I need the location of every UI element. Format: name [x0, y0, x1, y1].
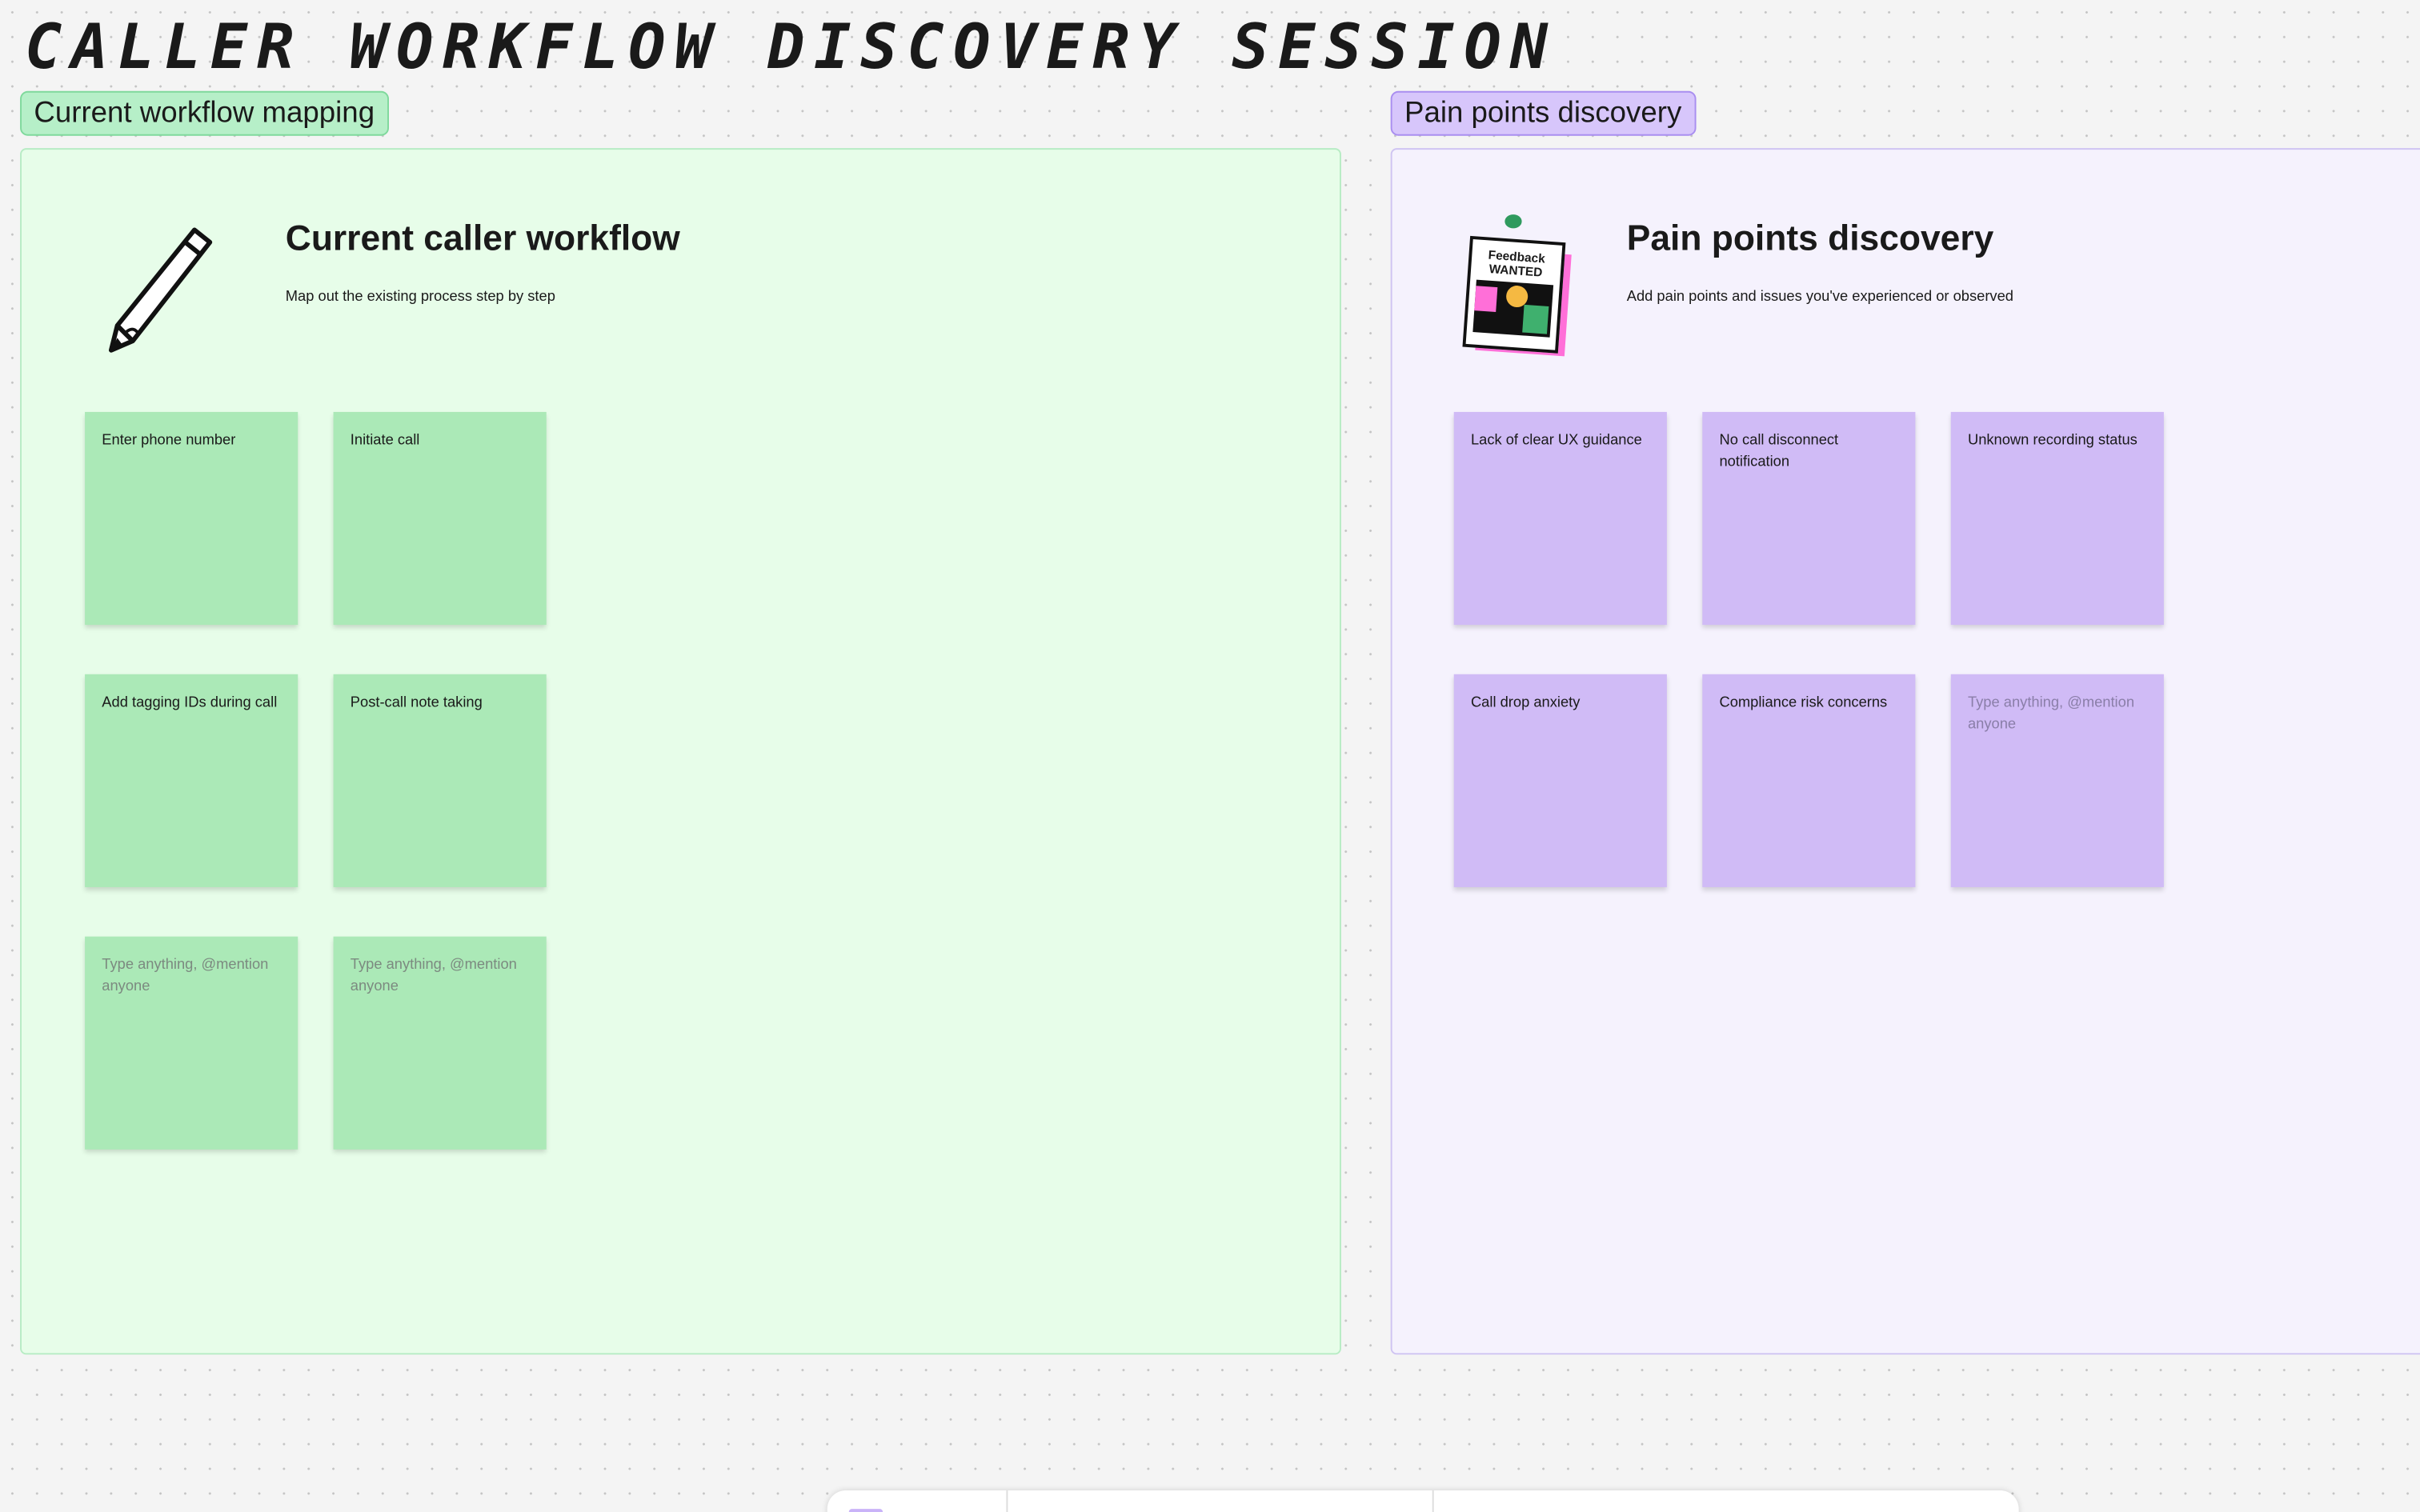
sticky-note[interactable]: Unknown recording status: [1950, 411, 2164, 626]
sticker-text: Feedback WANTED: [1488, 248, 1546, 280]
pencil-icon: [108, 227, 213, 353]
section-title: Pain points discovery: [1626, 217, 1994, 258]
toolbar-divider: [1006, 1490, 1008, 1512]
board-title[interactable]: CALLER WORKFLOW DISCOVERY SESSION: [24, 12, 1557, 84]
sticky-note[interactable]: Add tagging IDs during call: [85, 674, 298, 887]
feedback-wanted-sticker: Feedback WANTED: [1454, 211, 1577, 366]
sticky-note-empty[interactable]: Type anything, @mention anyone: [1950, 674, 2164, 887]
section-title: Current caller workflow: [285, 217, 680, 258]
section-pain-points[interactable]: Feedback WANTED Pain points discovery Ad…: [1390, 148, 2420, 1355]
bottom-toolbar[interactable]: [827, 1490, 2019, 1512]
sticky-note[interactable]: Compliance risk concerns: [1702, 674, 1916, 887]
sticky-note[interactable]: Enter phone number: [85, 411, 298, 626]
section-subtitle: Map out the existing process step by ste…: [285, 288, 555, 306]
sticky-note-empty[interactable]: Type anything, @mention anyone: [85, 936, 298, 1150]
sticky-note[interactable]: Initiate call: [333, 411, 547, 626]
sticky-note[interactable]: No call disconnect notification: [1702, 411, 1916, 626]
section-subtitle: Add pain points and issues you've experi…: [1626, 288, 2013, 306]
section-label-workflow[interactable]: Current workflow mapping: [20, 90, 389, 136]
sticky-placeholder: Type anything, @mention anyone: [350, 956, 517, 995]
toolbar-divider: [1432, 1490, 1434, 1512]
section-label-pain-points[interactable]: Pain points discovery: [1390, 90, 1696, 136]
section-workflow[interactable]: Current caller workflow Map out the exis…: [20, 148, 1341, 1355]
sticky-tool-icon[interactable]: [848, 1509, 883, 1512]
sticky-note[interactable]: Post-call note taking: [333, 674, 547, 887]
sticky-note[interactable]: Lack of clear UX guidance: [1453, 411, 1667, 626]
sticky-note[interactable]: Call drop anxiety: [1453, 674, 1667, 887]
sticky-placeholder: Type anything, @mention anyone: [1967, 694, 2135, 734]
sticky-note-empty[interactable]: Type anything, @mention anyone: [333, 936, 547, 1150]
sticky-placeholder: Type anything, @mention anyone: [102, 956, 269, 995]
